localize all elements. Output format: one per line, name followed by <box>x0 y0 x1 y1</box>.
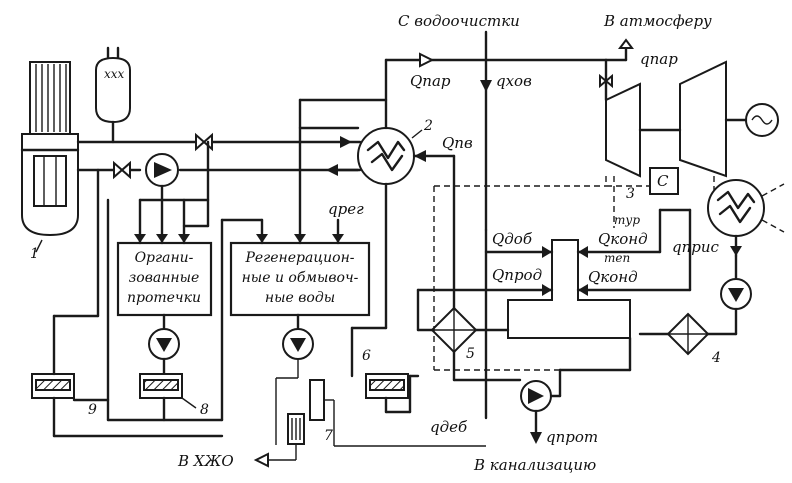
heat-exchanger-4 <box>638 312 710 356</box>
label-q-par-left: Qпар <box>410 72 451 90</box>
label-q-prot: qпрот <box>546 428 598 446</box>
label-n2: 2 <box>423 118 433 134</box>
steam-line <box>384 38 634 130</box>
label-q-par-top: qпар <box>640 50 678 68</box>
label-q-prod: Qпрод <box>492 266 542 284</box>
upper-lines <box>298 98 388 330</box>
label-n1: 1 <box>30 246 39 262</box>
makeup-line <box>480 30 492 232</box>
separator: С <box>605 167 679 195</box>
regeneration-waters <box>220 98 371 445</box>
label-from-water-treatment: С водоочистки <box>398 12 520 30</box>
label-to-hzho: В ХЖО <box>177 452 234 470</box>
evaporator-7 <box>253 379 486 468</box>
deaerator-inflows <box>484 208 692 296</box>
label-q-kond-tep-sup: теп <box>604 251 630 265</box>
filter-9 <box>31 168 224 438</box>
label-n6: 6 <box>362 348 371 364</box>
label-q-dob: Qдоб <box>492 230 533 248</box>
condenser <box>707 176 785 258</box>
turbine <box>605 60 779 178</box>
box-leaks-line1: Органи- <box>135 250 194 266</box>
box-leaks-line3: протечки <box>127 290 201 306</box>
dashed-links <box>433 176 615 371</box>
primary-circuit <box>76 132 362 187</box>
label-n7: 7 <box>324 428 333 444</box>
label-q-pris: qприс <box>672 238 720 256</box>
filter-8 <box>139 373 183 422</box>
pressurizer: xxx <box>95 46 131 144</box>
label-q-pv: Qпв <box>442 134 473 152</box>
reactor <box>20 61 80 237</box>
label-n4: 4 <box>711 350 721 366</box>
condensate-pump <box>704 254 752 336</box>
label-n5: 5 <box>466 346 475 362</box>
blowdown <box>452 228 632 444</box>
box-leaks-line2: зованные <box>129 270 200 286</box>
svg-text:xxx: xxx <box>104 67 125 81</box>
filter-6 <box>350 326 420 414</box>
label-q-reg: qрег <box>328 200 364 218</box>
box-regen-line1: Регенерацион- <box>244 250 354 266</box>
label-n3: 3 <box>626 186 635 202</box>
label-to-sewer: В канализацию <box>473 456 596 474</box>
box-regen-line3: ные воды <box>265 290 335 306</box>
label-q-kond-tur: Qконд <box>598 230 648 248</box>
label-c: С <box>657 172 669 190</box>
label-n8: 8 <box>200 402 209 418</box>
box-regen-line2: ные и обмывоч- <box>242 270 359 286</box>
label-q-kond-tep: Qконд <box>588 268 638 286</box>
label-to-atmosphere: В атмосферу <box>603 12 712 30</box>
label-q-hov: qхов <box>496 72 532 90</box>
label-n9: 9 <box>88 402 97 418</box>
steam-generator <box>357 127 415 185</box>
label-q-kond-tur-sup: тур <box>614 213 640 227</box>
heat-exchanger-5 <box>416 288 510 354</box>
label-q-deb: qдеб <box>430 418 468 436</box>
organized-leaks <box>116 140 213 376</box>
